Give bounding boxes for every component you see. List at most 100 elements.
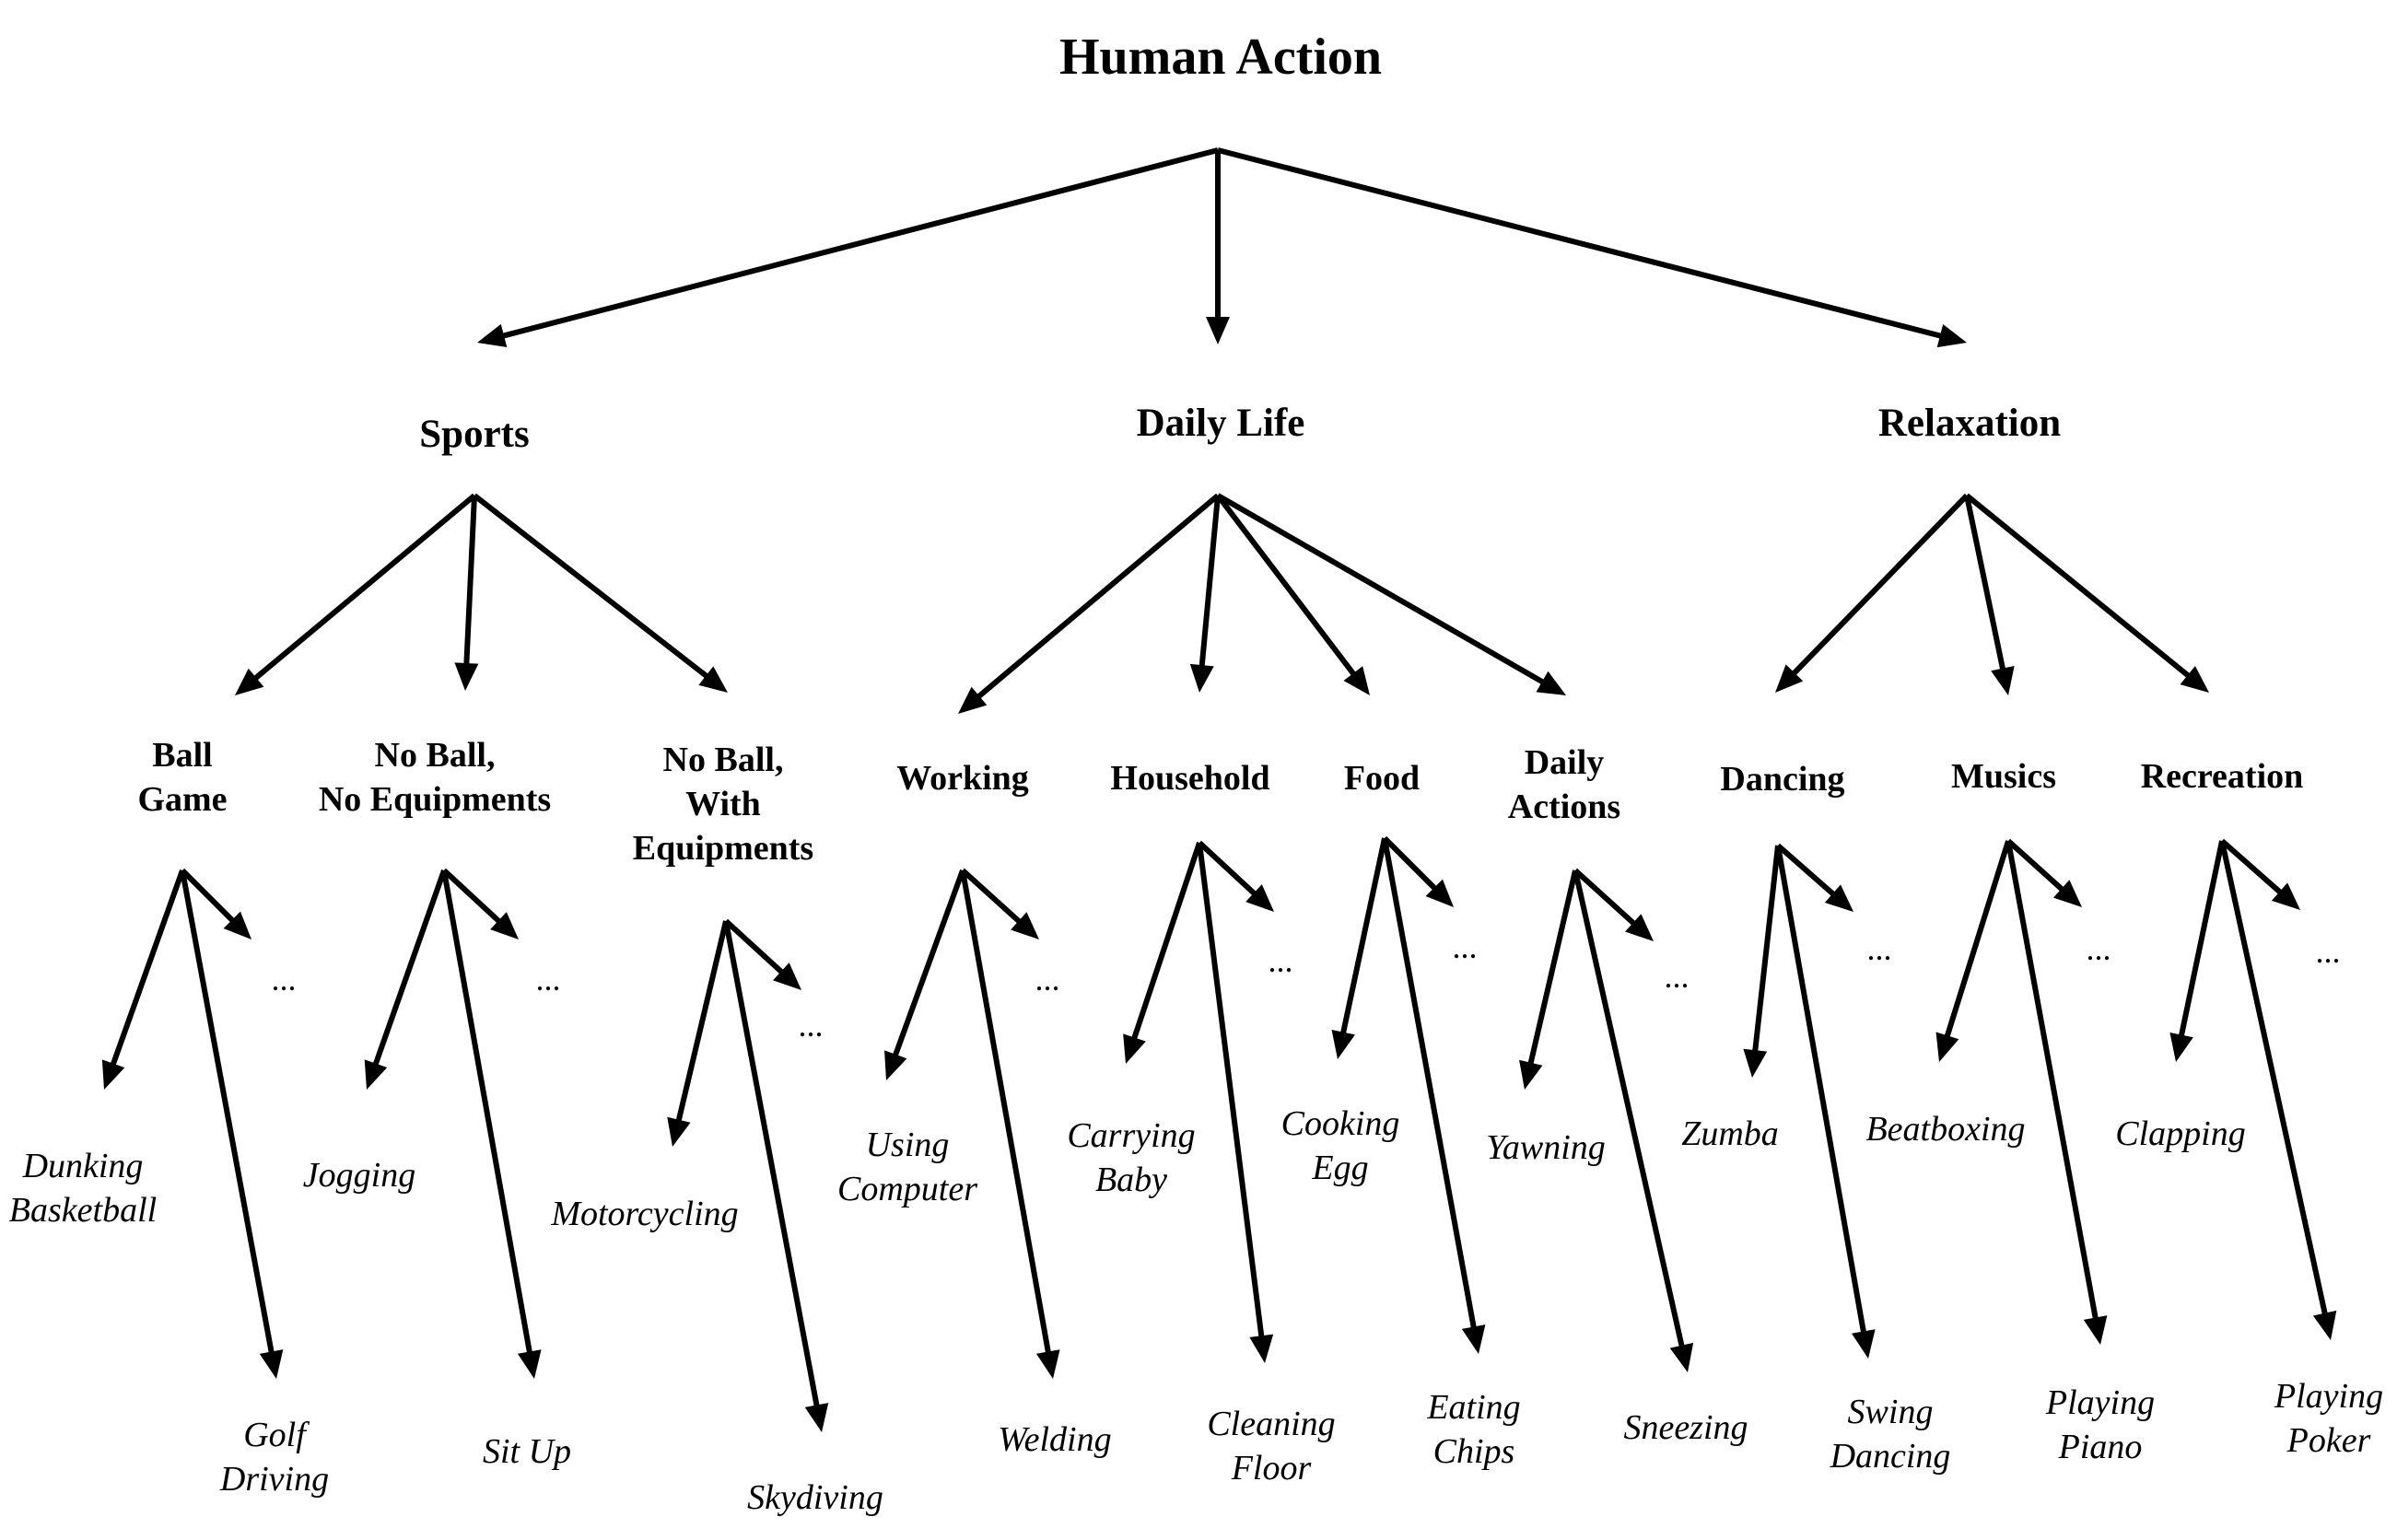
action-golf-driving-line: Driving bbox=[219, 1460, 329, 1499]
arrow-food-to-cooking-egg bbox=[1331, 837, 1387, 1059]
ellipsis-ball-game: ... bbox=[272, 961, 297, 998]
arrow-no-ball-no-equipments-to-sit-up bbox=[441, 869, 542, 1379]
arrow-ball-game-to-dunking-basketball bbox=[101, 869, 185, 1090]
action-swing-dancing-line: Dancing bbox=[1830, 1437, 1951, 1476]
arrow-root-to-sports bbox=[477, 147, 1219, 348]
action-jogging-line: Jogging bbox=[303, 1156, 415, 1195]
arrow-no-ball-no-equipments-to-jogging bbox=[364, 869, 447, 1090]
category-relaxation-line: Relaxation bbox=[1878, 402, 2061, 445]
category-relaxation: Relaxation bbox=[1878, 402, 2061, 445]
action-welding-line: Welding bbox=[998, 1420, 1111, 1459]
action-cleaning-floor-line: Floor bbox=[1231, 1449, 1312, 1488]
action-using-computer-line: Using bbox=[866, 1126, 950, 1164]
ellipsis-recreation: ... bbox=[2316, 933, 2341, 970]
action-sit-up-line: Sit Up bbox=[483, 1432, 571, 1471]
arrow-daily-life-to-food bbox=[1215, 494, 1370, 695]
arrow-daily-actions-to-more bbox=[1573, 868, 1654, 941]
action-sneezing: Sneezing bbox=[1623, 1408, 1748, 1447]
action-golf-driving-line: Golf bbox=[243, 1416, 310, 1454]
subcategory-dancing: Dancing bbox=[1720, 760, 1844, 799]
subcategory-no-ball-no-equipments-line: No Equipments bbox=[319, 780, 551, 819]
arrow-household-to-carrying-baby bbox=[1123, 842, 1202, 1064]
arrow-musics-to-more bbox=[2005, 838, 2082, 907]
arrow-household-to-cleaning-floor bbox=[1197, 842, 1274, 1363]
arrow-dancing-to-swing-dancing bbox=[1775, 845, 1876, 1359]
action-dunking-basketball-line: Basketball bbox=[9, 1191, 157, 1230]
arrow-working-to-using-computer bbox=[884, 869, 965, 1080]
action-playing-piano-line: Playing bbox=[2045, 1383, 2155, 1422]
arrow-no-ball-with-equipments-to-more bbox=[723, 918, 801, 990]
arrow-household-to-more bbox=[1197, 840, 1274, 912]
action-beatboxing-line: Beatboxing bbox=[1865, 1110, 2025, 1149]
action-motorcycling-line: Motorcycling bbox=[550, 1195, 738, 1233]
arrow-relaxation-to-musics bbox=[1964, 495, 2015, 695]
arrow-food-to-eating-chips bbox=[1382, 837, 1486, 1354]
root-title: Human Action bbox=[1059, 29, 1382, 86]
action-sneezing-line: Sneezing bbox=[1623, 1408, 1748, 1447]
subcategory-food-line: Food bbox=[1344, 759, 1420, 798]
action-eating-chips-line: Chips bbox=[1433, 1432, 1515, 1471]
ellipsis-musics: ... bbox=[2087, 930, 2111, 967]
subcategory-musics-line: Musics bbox=[1951, 757, 2056, 796]
ellipsis-food: ... bbox=[1453, 928, 1478, 965]
arrow-root-to-relaxation bbox=[1217, 147, 1967, 348]
arrow-sports-to-no-ball-with-equipments bbox=[473, 493, 728, 693]
action-carrying-baby-line: Baby bbox=[1095, 1161, 1167, 1199]
arrow-sports-to-no-ball-no-equipments bbox=[454, 495, 479, 691]
subcategory-no-ball-with-equipments-line: No Ball, bbox=[663, 741, 784, 779]
subcategory-recreation: Recreation bbox=[2141, 757, 2304, 796]
action-yawning-line: Yawning bbox=[1486, 1128, 1606, 1167]
subcategory-musics: Musics bbox=[1951, 757, 2056, 796]
action-swing-dancing-line: Swing bbox=[1848, 1393, 1934, 1431]
action-playing-poker-line: Poker bbox=[2286, 1421, 2371, 1460]
ellipsis-household: ... bbox=[1269, 942, 1293, 979]
action-cooking-egg-line: Egg bbox=[1311, 1149, 1368, 1187]
arrow-recreation-to-playing-poker bbox=[2219, 840, 2337, 1340]
ellipsis-dancing: ... bbox=[1867, 930, 1892, 967]
arrow-ball-game-to-more bbox=[180, 868, 251, 939]
arrow-no-ball-no-equipments-to-more bbox=[441, 868, 519, 939]
arrow-dancing-to-zumba bbox=[1743, 845, 1781, 1078]
action-beatboxing: Beatboxing bbox=[1865, 1110, 2025, 1149]
ellipsis-working: ... bbox=[1035, 961, 1060, 998]
action-cooking-egg-line: Cooking bbox=[1281, 1104, 1400, 1143]
subcategory-working-line: Working bbox=[896, 759, 1029, 798]
arrow-no-ball-with-equipments-to-motorcycling bbox=[667, 920, 729, 1147]
subcategory-ball-game-line: Ball bbox=[152, 736, 212, 775]
arrow-ball-game-to-golf-driving bbox=[180, 869, 284, 1379]
category-daily-life-line: Daily Life bbox=[1137, 402, 1305, 445]
subcategory-daily-actions-line: Actions bbox=[1508, 788, 1620, 826]
arrow-working-to-welding bbox=[960, 869, 1060, 1379]
action-zumba: Zumba bbox=[1681, 1114, 1779, 1153]
action-skydiving: Skydiving bbox=[747, 1478, 883, 1517]
action-carrying-baby-line: Carrying bbox=[1067, 1116, 1195, 1155]
action-clapping-line: Clapping bbox=[2115, 1114, 2245, 1153]
arrow-daily-actions-to-yawning bbox=[1519, 869, 1578, 1090]
edges bbox=[101, 147, 2337, 1432]
subcategory-food: Food bbox=[1344, 759, 1420, 798]
arrow-dancing-to-more bbox=[1776, 843, 1853, 912]
action-cleaning-floor-line: Cleaning bbox=[1207, 1405, 1335, 1443]
subcategory-no-ball-with-equipments-line: Equipments bbox=[633, 829, 813, 868]
arrow-recreation-to-more bbox=[2220, 838, 2300, 910]
arrow-musics-to-beatboxing bbox=[1935, 840, 2011, 1062]
subcategory-household-line: Household bbox=[1110, 759, 1269, 798]
arrow-daily-actions-to-sneezing bbox=[1573, 869, 1694, 1372]
action-welding: Welding bbox=[998, 1420, 1111, 1459]
subcategory-no-ball-with-equipments-line: With bbox=[685, 785, 761, 823]
arrow-daily-life-to-working bbox=[958, 493, 1220, 714]
arrow-daily-life-to-daily-actions bbox=[1216, 493, 1566, 695]
category-sports-line: Sports bbox=[419, 413, 529, 456]
action-playing-poker-line: Playing bbox=[2274, 1377, 2383, 1416]
subcategory-daily-actions-line: Daily bbox=[1525, 743, 1605, 782]
category-daily-life: Daily Life bbox=[1137, 402, 1305, 445]
